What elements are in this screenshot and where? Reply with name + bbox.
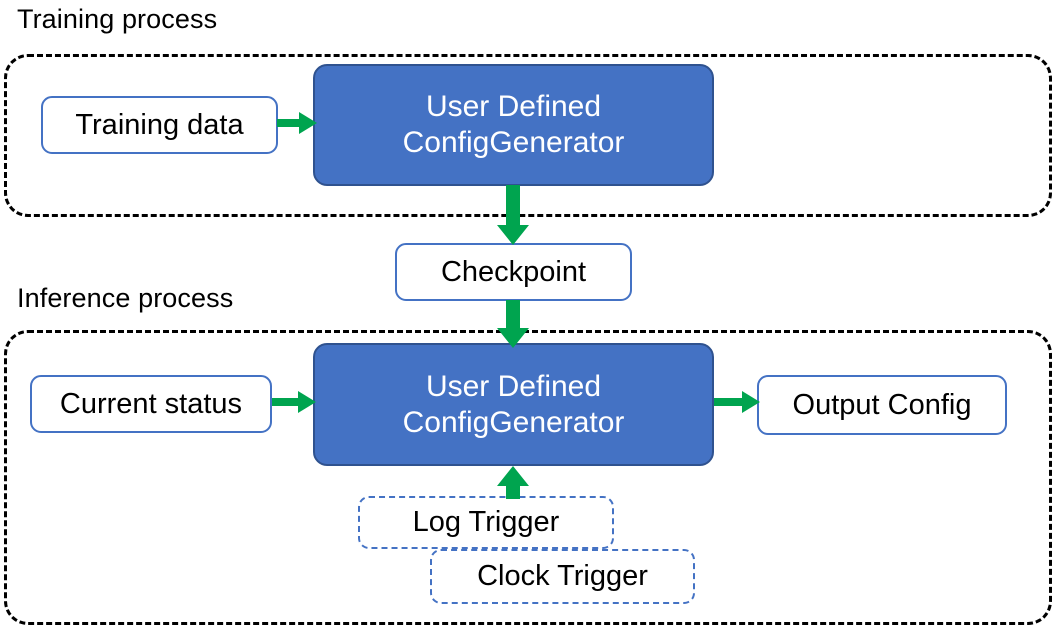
- generator-inference-line1: User Defined: [425, 369, 602, 403]
- training-process-container: [4, 54, 1052, 217]
- arrow-triggers-to-generator-icon: [497, 466, 529, 499]
- node-training-data[interactable]: Training data: [41, 96, 278, 154]
- node-current-status[interactable]: Current status: [30, 375, 272, 433]
- node-training-data-label: Training data: [75, 108, 244, 141]
- arrow-current-status-to-generator-icon: [272, 391, 316, 413]
- node-user-defined-configgenerator-training[interactable]: User Defined ConfigGenerator: [313, 64, 714, 186]
- arrow-generator-to-checkpoint-icon: [497, 185, 529, 245]
- inference-process-container: [4, 330, 1052, 625]
- arrow-training-data-to-generator-icon: [277, 112, 317, 134]
- generator-training-line2: ConfigGenerator: [402, 126, 625, 159]
- node-checkpoint[interactable]: Checkpoint: [395, 243, 632, 301]
- training-process-caption: Training process: [17, 4, 218, 34]
- arrow-generator-to-output-config-icon: [714, 391, 760, 413]
- inference-process-caption: Inference process: [17, 283, 234, 313]
- node-user-defined-configgenerator-inference[interactable]: User Defined ConfigGenerator: [313, 343, 714, 466]
- arrow-checkpoint-to-generator-icon: [497, 300, 529, 348]
- node-clock-trigger[interactable]: Clock Trigger: [430, 549, 695, 604]
- node-output-config[interactable]: Output Config: [757, 375, 1007, 435]
- node-clock-trigger-label: Clock Trigger: [477, 560, 648, 593]
- node-log-trigger-label: Log Trigger: [412, 506, 560, 539]
- node-current-status-label: Current status: [59, 387, 243, 420]
- generator-training-line1: User Defined: [425, 90, 602, 123]
- node-output-config-label: Output Config: [792, 388, 972, 421]
- generator-inference-line2: ConfigGenerator: [402, 405, 625, 439]
- node-log-trigger[interactable]: Log Trigger: [358, 496, 614, 549]
- node-checkpoint-label: Checkpoint: [440, 255, 587, 288]
